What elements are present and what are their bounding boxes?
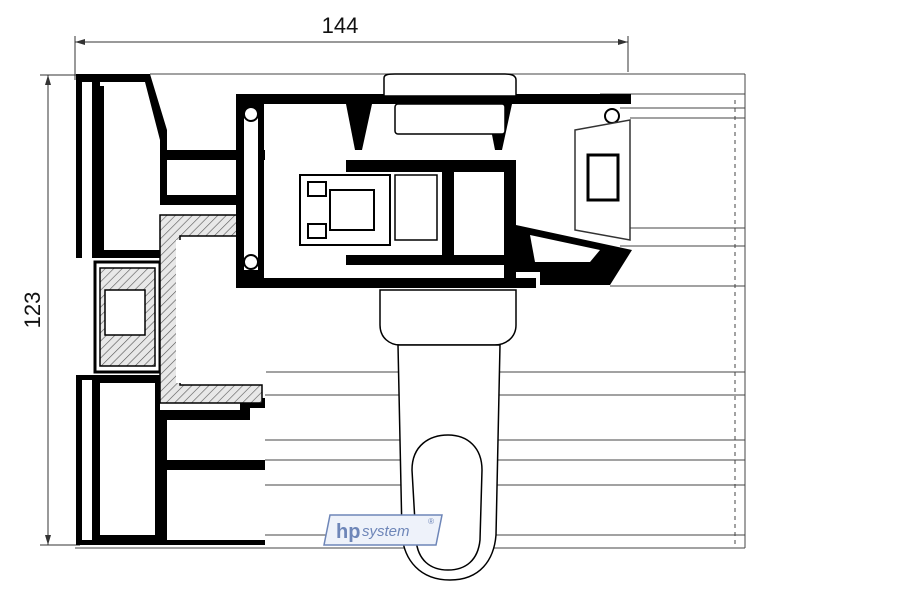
- sash-profile: [236, 94, 632, 288]
- glazing-lines: [75, 73, 746, 549]
- logo-brand-sub: system: [362, 523, 410, 540]
- logo-registered-mark: ®: [428, 517, 434, 526]
- width-dimension: 144: [74, 13, 629, 80]
- hp-system-logo: hp system ®: [323, 514, 443, 546]
- height-dimension: 123: [20, 74, 80, 546]
- logo-brand-main: hp: [336, 521, 360, 543]
- height-dimension-label: 123: [20, 292, 45, 329]
- outer-frame-profile: [76, 74, 265, 545]
- width-dimension-label: 144: [322, 13, 359, 38]
